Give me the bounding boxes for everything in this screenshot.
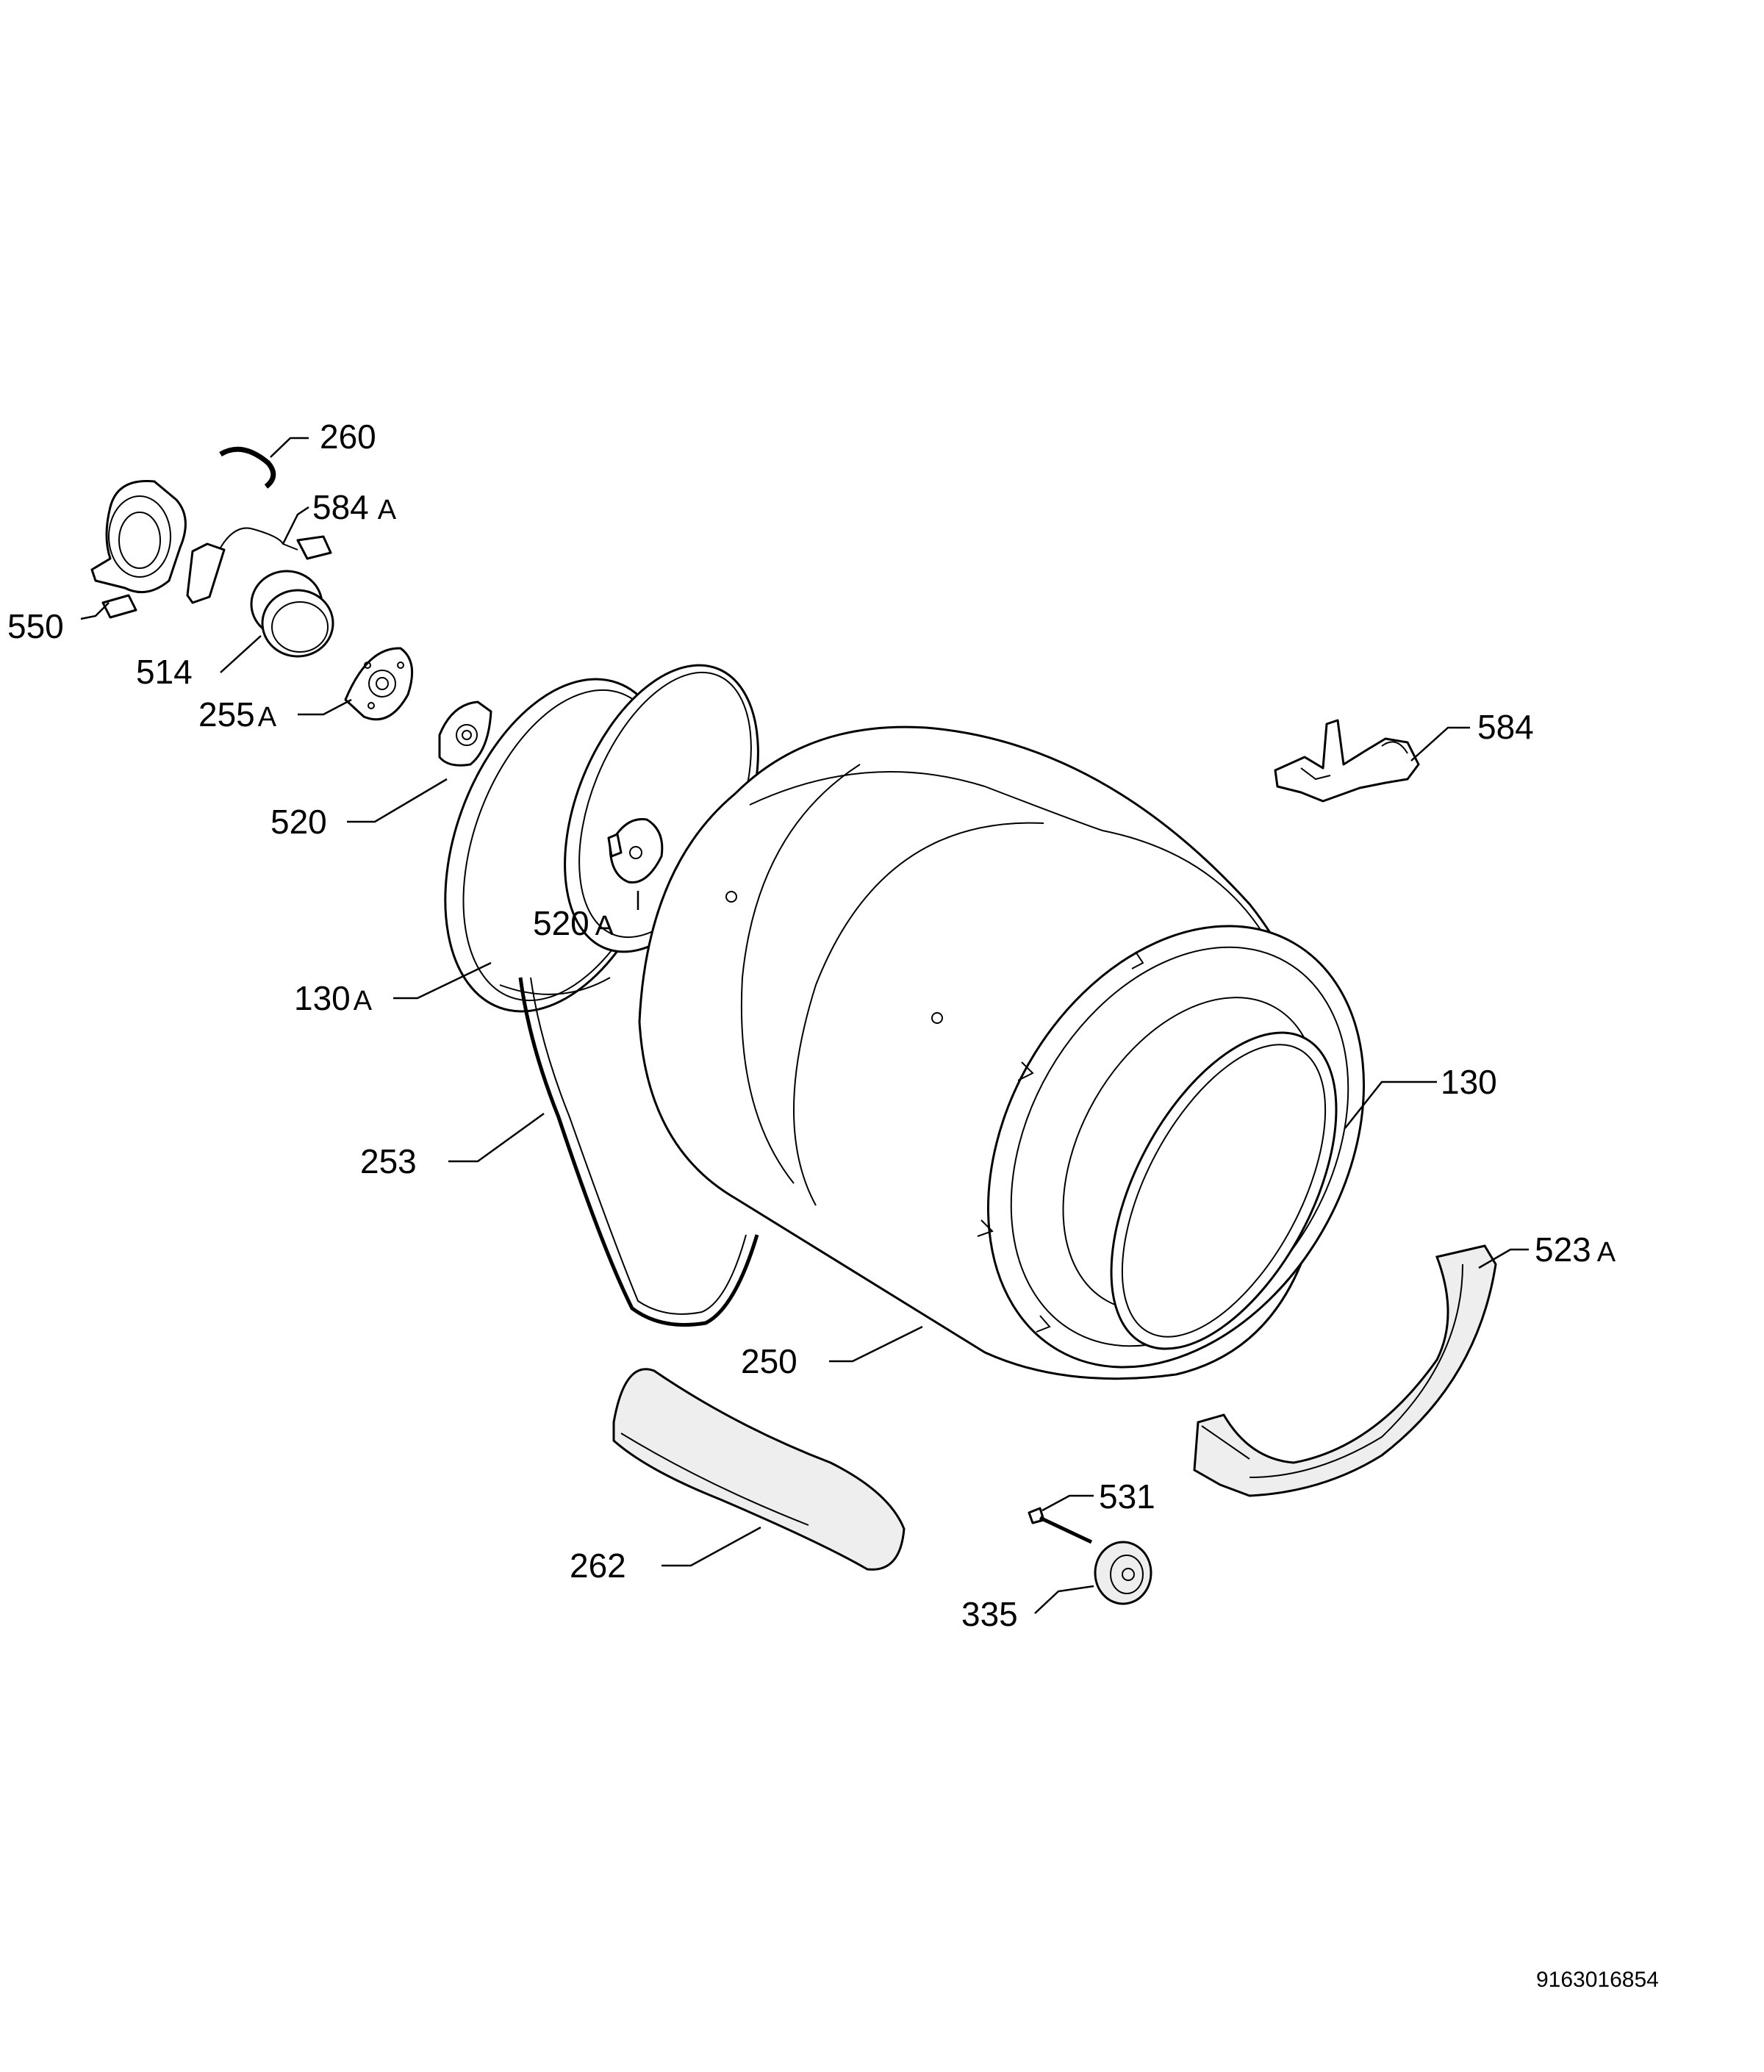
part-531-screw	[1028, 1507, 1093, 1544]
part-523A-front-segment	[1193, 1244, 1497, 1497]
part-260-cable	[219, 446, 276, 489]
callout-531: 531	[1099, 1477, 1155, 1516]
part-130-front-seal	[1110, 1031, 1338, 1350]
part-584-switch-unit	[1274, 719, 1420, 803]
leader-lines	[80, 437, 1529, 1614]
callout-520: 520	[270, 803, 327, 841]
callout-250: 250	[741, 1342, 797, 1380]
callout-550: 550	[7, 607, 64, 645]
callout-514: 514	[136, 653, 193, 691]
part-584A-sensor-wire	[186, 527, 332, 604]
callout-253: 253	[360, 1142, 417, 1180]
callout-584: 584	[1477, 708, 1534, 746]
callout-262: 262	[570, 1546, 626, 1585]
callout-335: 335	[961, 1595, 1018, 1633]
part-335-roller	[1094, 1541, 1152, 1605]
part-514-bearing-ring	[250, 570, 334, 658]
callout-130: 130	[1441, 1063, 1497, 1101]
part-255A-flange	[344, 647, 414, 721]
callout-260: 260	[320, 417, 376, 456]
part-520-bearing-plate	[438, 700, 492, 767]
part-262-baffle	[612, 1368, 906, 1571]
part-550-bearing-housing	[90, 479, 187, 619]
document-number: 9163016854	[1536, 1968, 1659, 1992]
part-520A-drum-shaft	[607, 817, 664, 884]
part-253-drive-belt	[518, 977, 759, 1327]
